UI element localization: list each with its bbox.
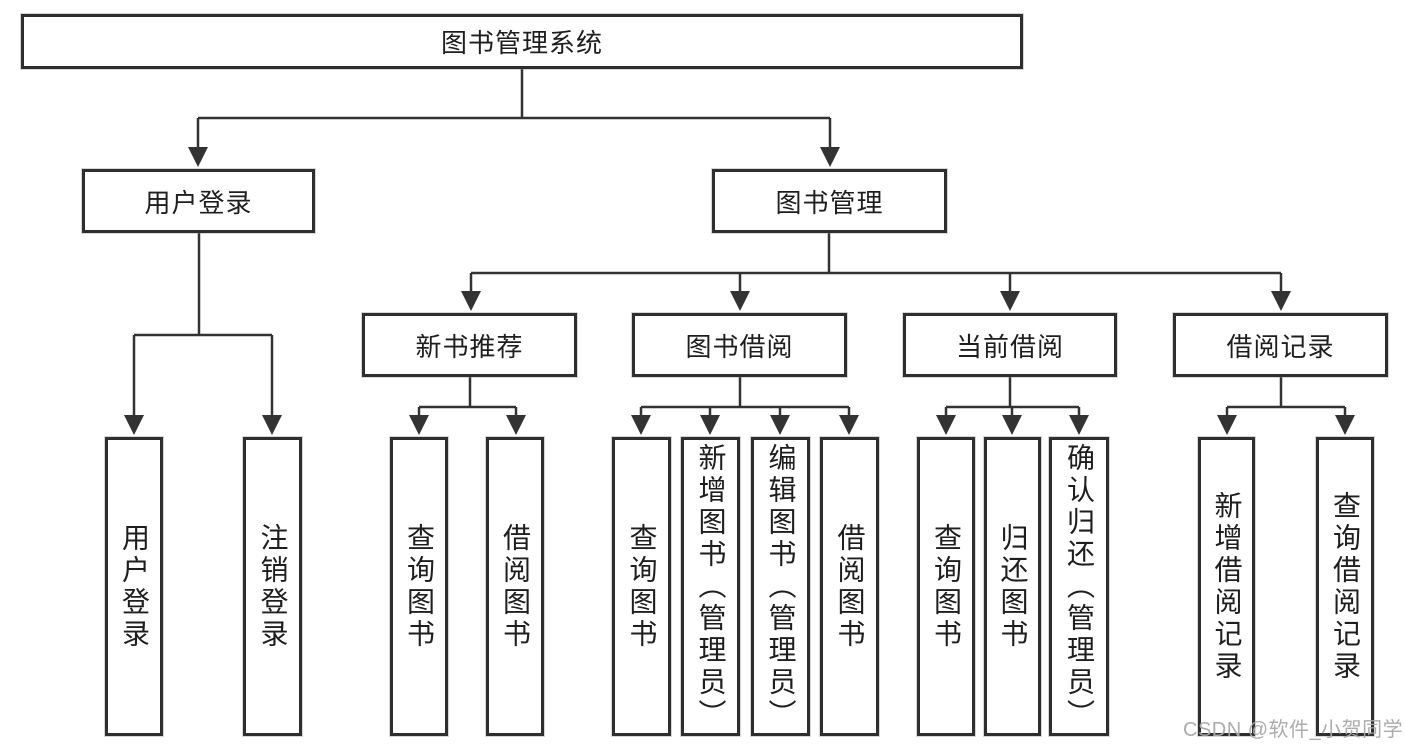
node-label: 查询图书 [931, 522, 962, 651]
csdn-watermark: CSDN @软件_小贺同学 [1183, 719, 1404, 741]
node-book-management: 图书管理 [712, 169, 947, 233]
node-leaf-borrow-books-2: 借阅图书 [820, 437, 879, 736]
node-leaf-query-books-3: 查询图书 [917, 437, 975, 736]
node-label: 借阅图书 [834, 522, 866, 651]
node-leaf-query-borrow-record: 查询借阅记录 [1316, 437, 1374, 736]
node-label: 注销登录 [257, 522, 289, 651]
node-leaf-return-book: 归还图书 [984, 437, 1041, 736]
node-label: 查询借阅记录 [1330, 490, 1361, 683]
node-borrow-record: 借阅记录 [1173, 313, 1388, 377]
node-label: 新书推荐 [415, 331, 524, 362]
node-library-management-system: 图书管理系统 [21, 14, 1023, 69]
node-leaf-confirm-return-admin: 确认归还（管理员） [1049, 437, 1109, 736]
node-label: 图书管理 [775, 187, 884, 218]
node-leaf-add-borrow-record: 新增借阅记录 [1198, 437, 1255, 736]
node-book-borrow: 图书借阅 [632, 313, 847, 377]
node-label: 用户登录 [119, 522, 150, 651]
node-label: 确认归还（管理员） [1064, 442, 1095, 731]
node-leaf-borrow-books-1: 借阅图书 [486, 437, 544, 736]
node-label: 新增借阅记录 [1211, 490, 1243, 683]
node-label: 用户登录 [144, 187, 253, 218]
node-leaf-query-books-2: 查询图书 [612, 437, 671, 736]
node-label: 借阅图书 [500, 522, 531, 651]
node-leaf-add-book-admin: 新增图书（管理员） [681, 437, 740, 736]
node-label: 查询图书 [626, 522, 658, 651]
node-leaf-query-books-1: 查询图书 [390, 437, 448, 736]
node-current-borrow: 当前借阅 [903, 313, 1117, 377]
node-user-login: 用户登录 [82, 169, 315, 233]
node-new-book-recommend: 新书推荐 [362, 313, 577, 377]
node-leaf-edit-book-admin: 编辑图书（管理员） [751, 437, 810, 736]
node-label: 查询图书 [404, 522, 435, 651]
node-label: 当前借阅 [955, 331, 1064, 362]
node-label: 图书管理系统 [440, 28, 603, 58]
node-leaf-logout: 注销登录 [243, 437, 302, 736]
node-label: 归还图书 [997, 522, 1029, 651]
node-leaf-user-login: 用户登录 [105, 437, 163, 736]
node-label: 图书借阅 [685, 331, 794, 362]
node-label: 编辑图书（管理员） [765, 442, 797, 731]
node-label: 借阅记录 [1226, 331, 1335, 362]
node-label: 新增图书（管理员） [695, 442, 727, 731]
